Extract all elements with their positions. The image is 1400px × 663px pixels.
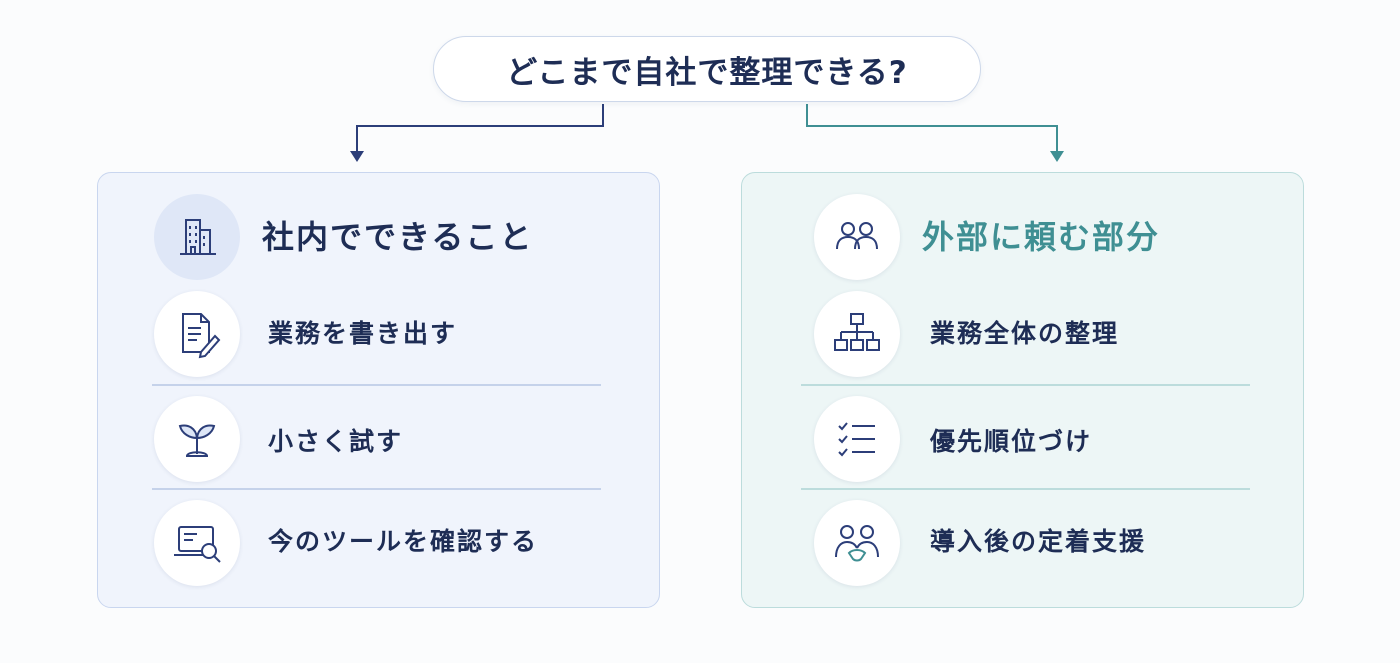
heading-in-house: 社内でできること — [262, 218, 534, 256]
sprout-icon — [178, 424, 216, 457]
support-people-icon-circle — [814, 500, 900, 586]
people-icon-circle — [814, 194, 900, 280]
people-icon — [836, 222, 878, 250]
document-pen-icon — [182, 313, 221, 359]
laptop-search-icon-circle — [154, 500, 240, 586]
connector-left — [356, 104, 604, 152]
checklist-icon-circle — [814, 396, 900, 482]
laptop-search-icon — [174, 526, 221, 563]
support-people-icon — [835, 525, 879, 562]
divider — [801, 384, 1250, 386]
question-pill: どこまで自社で整理できる? — [433, 36, 981, 102]
org-chart-icon-circle — [814, 291, 900, 377]
item-check-current-tools: 今のツールを確認する — [268, 527, 539, 556]
item-organize-all-tasks: 業務全体の整理 — [930, 319, 1120, 348]
building-icon-circle — [154, 194, 240, 280]
org-chart-icon — [834, 313, 880, 351]
checklist-icon — [838, 422, 875, 457]
item-try-small: 小さく試す — [268, 427, 404, 456]
connector-right — [806, 104, 1058, 152]
item-prioritize: 優先順位づけ — [930, 427, 1093, 456]
divider — [801, 488, 1250, 490]
sprout-icon-circle — [154, 396, 240, 482]
heading-outsource: 外部に頼む部分 — [922, 218, 1161, 256]
arrowhead-right — [1050, 151, 1064, 162]
building-icon — [180, 219, 216, 255]
divider — [152, 384, 601, 386]
item-write-out-tasks: 業務を書き出す — [268, 319, 458, 348]
item-post-adoption-support: 導入後の定着支援 — [930, 527, 1147, 556]
divider — [152, 488, 601, 490]
document-pen-icon-circle — [154, 291, 240, 377]
arrowhead-left — [350, 151, 364, 162]
